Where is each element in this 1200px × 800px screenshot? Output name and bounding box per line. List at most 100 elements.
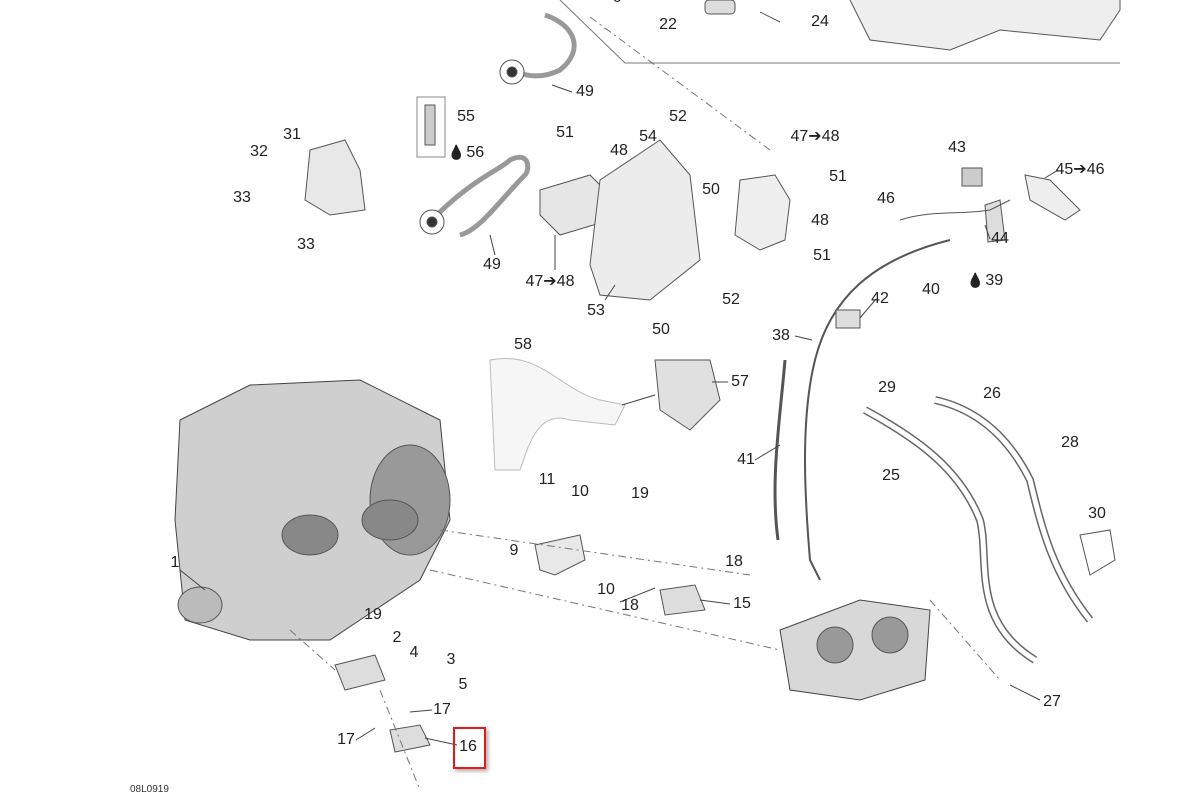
callout-53[interactable]: 53 (587, 303, 605, 319)
callout-number: 3 (446, 651, 456, 668)
callout-45-to-46[interactable]: 45➔46 (1056, 162, 1105, 178)
callout-18[interactable]: 18 (725, 554, 743, 570)
module-47-right (734, 174, 791, 251)
callout-26[interactable]: 26 (983, 386, 1001, 402)
lever-45 (1024, 174, 1081, 221)
callout-number: 44 (991, 230, 1009, 247)
engine-1 (174, 379, 451, 641)
callout-number: 26 (983, 385, 1001, 402)
callout-number: 30 (1088, 505, 1106, 522)
callout-number: 10 (597, 581, 615, 598)
callout-number: 11 (538, 471, 556, 488)
callout-number: 28 (1061, 434, 1079, 451)
callout-number: 32 (250, 143, 268, 160)
part-57 (654, 359, 721, 431)
intake-58 (489, 357, 626, 471)
callout-52[interactable]: 52 (669, 109, 687, 125)
callout-50[interactable]: 50 (652, 322, 670, 338)
callout-41[interactable]: 41 (737, 452, 755, 468)
callout-number: 39 (985, 272, 1004, 289)
callout-50[interactable]: 50 (702, 182, 720, 198)
callout-48[interactable]: 48 (811, 213, 829, 229)
callout-33[interactable]: 33 (297, 237, 315, 253)
callout-2[interactable]: 2 (393, 630, 402, 646)
callout-number: 33 (297, 236, 315, 253)
callout-19[interactable]: 19 (364, 607, 382, 623)
callout-17[interactable]: 17 (433, 702, 451, 718)
callout-43[interactable]: 43 (948, 140, 966, 156)
callout-number: 4 (409, 644, 419, 661)
callout-49[interactable]: 49 (576, 84, 594, 100)
frame-line (559, 0, 1120, 64)
callout-9[interactable]: 9 (510, 543, 519, 559)
callout-number: 41 (737, 451, 755, 468)
callout-28[interactable]: 28 (1061, 435, 1079, 451)
callout-44[interactable]: 44 (991, 231, 1009, 247)
callout-29[interactable]: 29 (878, 380, 896, 396)
callout-49[interactable]: 49 (483, 257, 501, 273)
callout-10[interactable]: 10 (571, 484, 589, 500)
callout-55[interactable]: 55 (457, 109, 475, 125)
callout-52[interactable]: 52 (722, 292, 740, 308)
top-assembly (849, 0, 1121, 51)
callout-number: 18 (725, 553, 743, 570)
callout-24[interactable]: 24 (811, 14, 829, 30)
callout-38[interactable]: 38 (772, 328, 790, 344)
callout-27[interactable]: 27 (1043, 694, 1061, 710)
callout-51[interactable]: 51 (813, 248, 831, 264)
callout-46[interactable]: 46 (877, 191, 895, 207)
callout-17[interactable]: 17 (337, 732, 355, 748)
callout-39[interactable]: 💧39 (967, 273, 1003, 289)
callout-number: 24 (811, 13, 829, 30)
callout-31[interactable]: 31 (283, 127, 301, 143)
callout-25[interactable]: 25 (882, 468, 900, 484)
callout-15[interactable]: 15 (733, 596, 751, 612)
callout-number: 57 (731, 373, 749, 390)
callout-51[interactable]: 51 (556, 125, 574, 141)
part-43 (961, 167, 983, 187)
callout-number: 49 (483, 256, 501, 273)
callout-6[interactable]: 6 (613, 0, 622, 6)
mount-15 (659, 584, 706, 616)
callout-18[interactable]: 18 (621, 598, 639, 614)
callout-40[interactable]: 40 (922, 282, 940, 298)
callout-5[interactable]: 5 (459, 677, 468, 693)
callout-number: 45➔46 (1055, 161, 1105, 178)
callout-number: 15 (733, 595, 751, 612)
callout-number: 58 (514, 336, 532, 353)
callout-51[interactable]: 51 (829, 169, 847, 185)
callout-16[interactable]: 16 (459, 739, 477, 755)
callout-32[interactable]: 32 (250, 144, 268, 160)
callout-10[interactable]: 10 (597, 582, 615, 598)
callout-47-to-48[interactable]: 47➔48 (791, 129, 840, 145)
callout-number: 48 (610, 142, 628, 159)
callout-57[interactable]: 57 (731, 374, 749, 390)
callout-3[interactable]: 3 (447, 652, 456, 668)
callout-number: 17 (433, 701, 451, 718)
callout-48[interactable]: 48 (610, 143, 628, 159)
callout-56[interactable]: 💧56 (448, 145, 484, 161)
callout-4[interactable]: 4 (410, 645, 419, 661)
callout-number: 19 (631, 485, 649, 502)
callout-54[interactable]: 54 (639, 129, 657, 145)
callout-number: 31 (283, 126, 301, 143)
callout-number: 50 (702, 181, 720, 198)
callout-1[interactable]: 1 (171, 555, 180, 571)
throttle-body (779, 599, 931, 701)
callout-number: 18 (621, 597, 639, 614)
callout-number: 9 (509, 542, 519, 559)
oil-drop-icon: 💧 (447, 144, 466, 160)
callout-number: 55 (457, 108, 475, 125)
diagram-code: 08L0919 (130, 784, 169, 795)
callout-58[interactable]: 58 (514, 337, 532, 353)
callout-47-to-48[interactable]: 47➔48 (526, 274, 575, 290)
callout-number: 51 (813, 247, 831, 264)
callout-11[interactable]: 11 (539, 472, 556, 488)
callout-22[interactable]: 22 (659, 17, 677, 33)
callout-19[interactable]: 19 (631, 486, 649, 502)
callout-42[interactable]: 42 (871, 291, 889, 307)
callout-33[interactable]: 33 (233, 190, 251, 206)
callout-number: 1 (170, 554, 180, 571)
callout-30[interactable]: 30 (1088, 506, 1106, 522)
